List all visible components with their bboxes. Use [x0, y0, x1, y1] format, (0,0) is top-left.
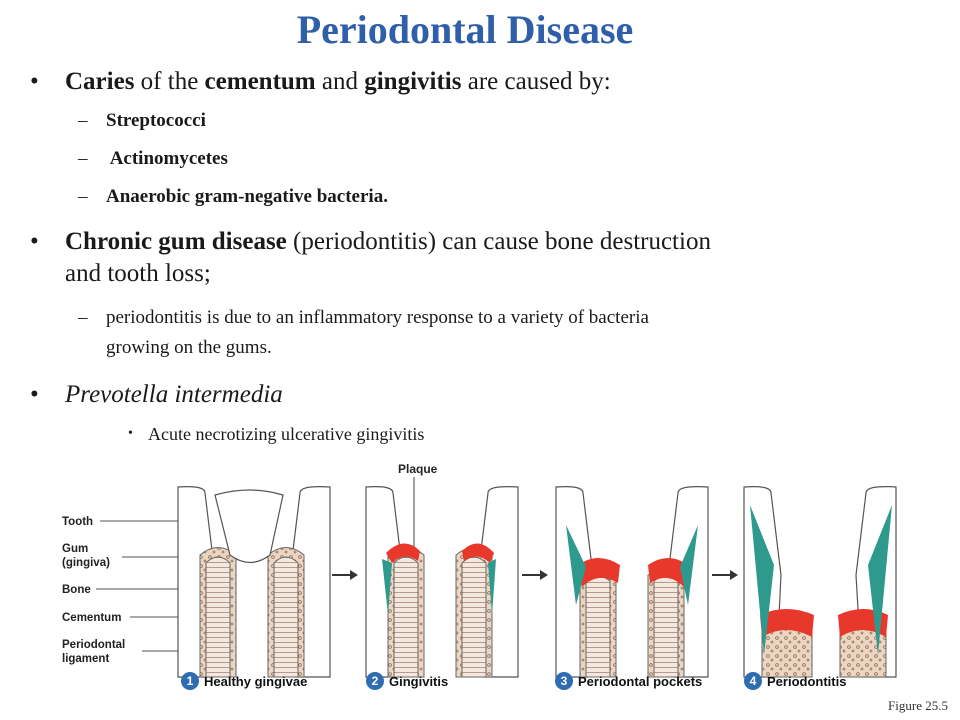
- step-circle-4: [744, 672, 762, 690]
- stage-4-teeth: [743, 486, 897, 678]
- arrow-3-head: [730, 570, 738, 580]
- label-cementum: Cementum: [62, 612, 121, 624]
- step-circle-1: [181, 672, 199, 690]
- svg-text:4: 4: [750, 674, 757, 688]
- stage-captions: 1 Healthy gingivae 2 Gingivitis 3 Period…: [181, 672, 846, 690]
- label-tooth: Tooth: [62, 516, 93, 528]
- step-circle-2: [366, 672, 384, 690]
- label-plaque: Plaque: [398, 462, 438, 476]
- stage-1-teeth: [177, 486, 331, 678]
- stage-label-2: Gingivitis: [389, 674, 448, 689]
- arrow-1-head: [350, 570, 358, 580]
- label-ligament: ligament: [62, 653, 109, 665]
- stage-label-3: Periodontal pockets: [578, 674, 702, 689]
- svg-text:1: 1: [187, 674, 194, 688]
- svg-text:3: 3: [561, 674, 568, 688]
- step-circle-3: [555, 672, 573, 690]
- stage-3-teeth: [555, 486, 709, 678]
- periodontal-figure: Tooth Gum (gingiva) Bone Cementum Period…: [0, 455, 960, 720]
- svg-text:2: 2: [372, 674, 379, 688]
- figure-reference: Figure 25.5: [888, 698, 948, 713]
- bullet-dot: •: [30, 68, 39, 95]
- figure-diagram: Tooth Gum (gingiva) Bone Cementum Period…: [62, 462, 897, 690]
- page-title: Periodontal Disease: [296, 7, 634, 52]
- label-gum: Gum: [62, 543, 88, 555]
- label-periodontal: Periodontal: [62, 639, 125, 651]
- label-bone: Bone: [62, 584, 91, 596]
- stage-label-1: Healthy gingivae: [204, 674, 307, 689]
- stage-2-teeth: [365, 486, 519, 678]
- label-gingiva: (gingiva): [62, 557, 110, 569]
- arrow-2-head: [540, 570, 548, 580]
- stage-label-4: Periodontitis: [767, 674, 846, 689]
- bullet-text: Caries of the cementum and gingivitis ar…: [65, 68, 611, 95]
